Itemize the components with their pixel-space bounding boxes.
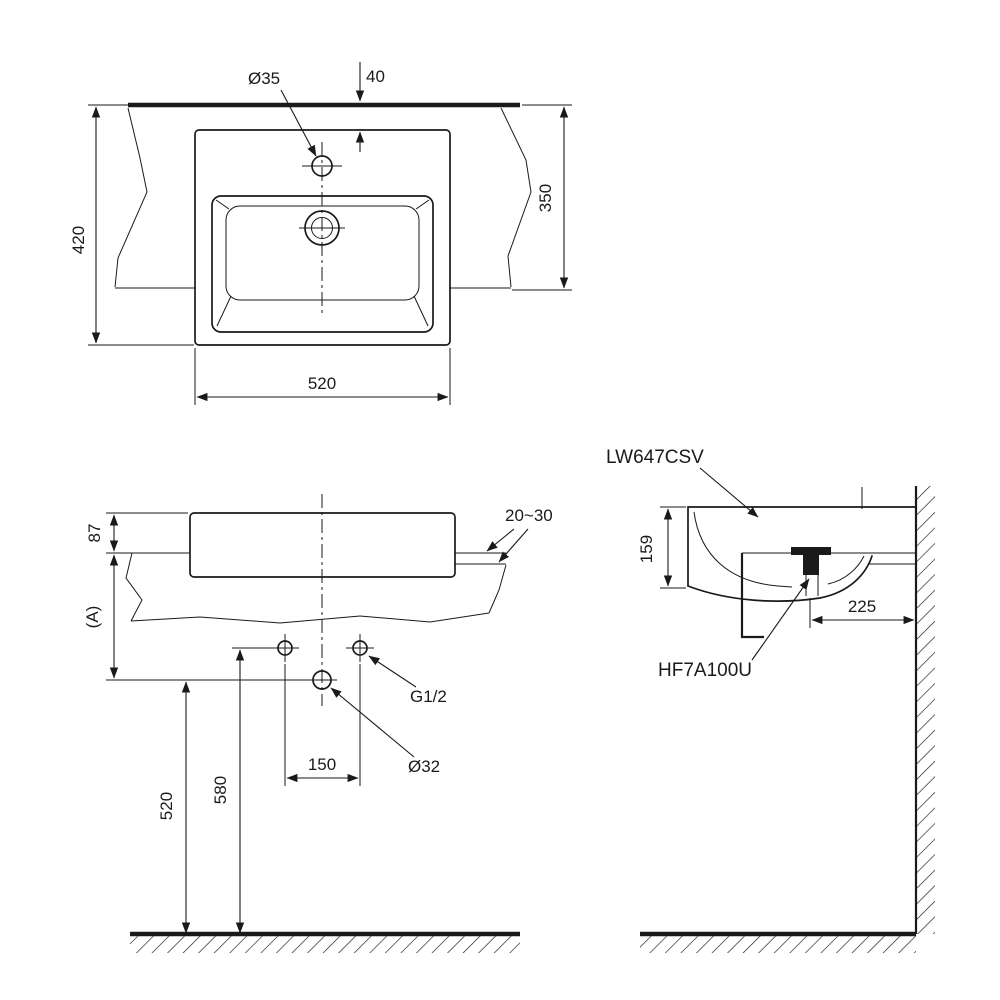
dim-supply-spacing: 150 — [308, 755, 336, 774]
basin-corner-line — [415, 199, 430, 210]
basin-corner-line — [216, 295, 232, 327]
break-bottom — [130, 612, 490, 624]
dim-side-height: 159 — [637, 535, 656, 563]
drain-fitting-stem — [803, 555, 819, 575]
counter-break-right — [500, 107, 532, 288]
dim-drain-to-wall: 225 — [848, 597, 876, 616]
drain-fitting-flange — [791, 547, 831, 555]
dim-drain-height: 520 — [157, 792, 176, 820]
label-model: LW647CSV — [606, 447, 704, 468]
break-right — [488, 564, 507, 614]
leader-drain-part — [751, 578, 810, 661]
break-left — [125, 552, 143, 622]
dim-ref-a: (A) — [83, 606, 102, 629]
side-view: 159 225 LW647CSV HF7A100U — [606, 447, 935, 953]
basin-corner-line — [215, 199, 230, 210]
dim-overall-width: 520 — [308, 374, 336, 393]
leader-counter-top — [486, 528, 515, 552]
dim-faucet-offset: 40 — [366, 67, 385, 86]
top-view: Ø35 40 420 350 520 — [69, 62, 572, 405]
floor-hatch-front — [130, 936, 520, 953]
leader-supply-thread — [368, 655, 417, 688]
basin-inner-right — [827, 555, 865, 585]
front-view: 87 (A) 20~30 580 520 150 G1/2 Ø32 — [83, 494, 553, 953]
wall-hatch — [917, 486, 935, 934]
counter-break-left — [114, 107, 148, 288]
dim-faucet-hole-dia: Ø35 — [248, 69, 280, 88]
sink-underside — [687, 555, 873, 602]
dim-supply-height: 580 — [211, 776, 230, 804]
label-supply-thread: G1/2 — [410, 687, 447, 706]
leader-drain-dia — [330, 687, 415, 758]
basin-inner-left — [693, 511, 793, 588]
dim-overall-depth: 420 — [69, 226, 88, 254]
dim-counter-thickness: 20~30 — [505, 506, 553, 525]
floor-hatch-side — [640, 936, 916, 953]
leader-counter-bottom — [498, 528, 529, 563]
label-drain-dia: Ø32 — [408, 757, 440, 776]
sink-outline — [194, 129, 451, 346]
leader-model — [699, 467, 759, 518]
label-drain-part: HF7A100U — [658, 660, 752, 681]
dim-depth-to-counter-front: 350 — [536, 184, 555, 212]
basin-corner-line — [413, 295, 429, 327]
counter-front-edge-section — [740, 553, 764, 639]
leader-faucet-hole — [280, 89, 317, 157]
dim-rim-above-counter: 87 — [85, 524, 104, 543]
